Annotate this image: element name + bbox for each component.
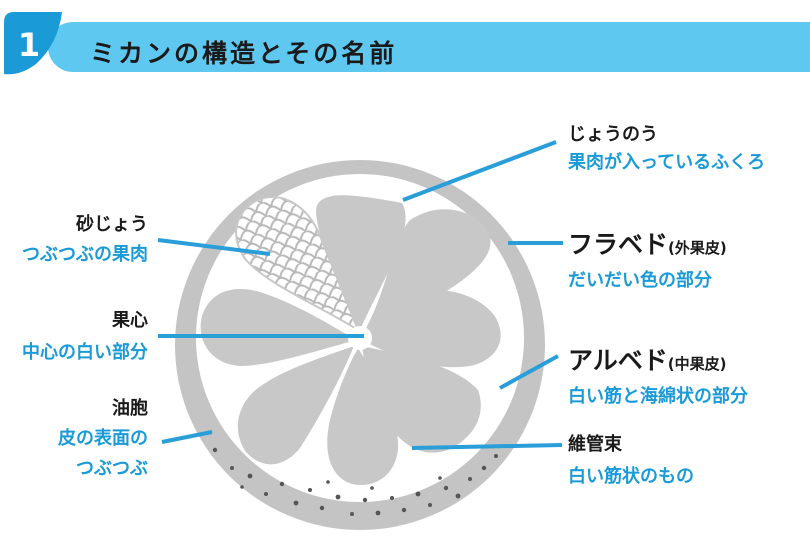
segments	[200, 195, 501, 485]
page-title: ミカンの構造とその名前	[90, 39, 398, 68]
sajou-desc: つぶつぶの果肉	[22, 244, 148, 265]
joun-name: じょうのう	[568, 124, 658, 145]
ikansoku-desc: 白い筋状のもの	[568, 466, 694, 487]
yuhou-name: 油胞	[112, 398, 148, 419]
flavedo-sub: (外果皮)	[668, 239, 727, 257]
yuhou-desc-2: つぶつぶ	[76, 458, 148, 479]
sajou-name: 砂じょう	[76, 214, 148, 235]
yuhou-desc-1: 皮の表面の	[58, 428, 148, 449]
number-badge	[4, 12, 62, 75]
joun-desc: 果肉が入っているふくろ	[568, 152, 766, 173]
albedo-sub: (中果皮)	[667, 355, 727, 373]
albedo-name-text: アルベド	[568, 346, 668, 375]
oil-gland-dots	[212, 447, 498, 516]
kashin-name: 果心	[112, 310, 148, 331]
ikansoku-name: 維管束	[568, 434, 622, 455]
flavedo-name-text: フラベド	[568, 230, 669, 259]
section-number: 1	[17, 26, 41, 64]
kashin-desc: 中心の白い部分	[22, 342, 148, 363]
flavedo-desc: だいだい色の部分	[568, 270, 712, 291]
albedo-name: アルベド(中果皮)	[568, 348, 726, 373]
flavedo-name: フラベド(外果皮)	[568, 232, 727, 257]
albedo-desc: 白い筋と海綿状の部分	[568, 386, 748, 407]
title-bar	[48, 22, 810, 72]
juice-sac-segment	[235, 196, 361, 333]
leader-lines	[157, 140, 563, 450]
